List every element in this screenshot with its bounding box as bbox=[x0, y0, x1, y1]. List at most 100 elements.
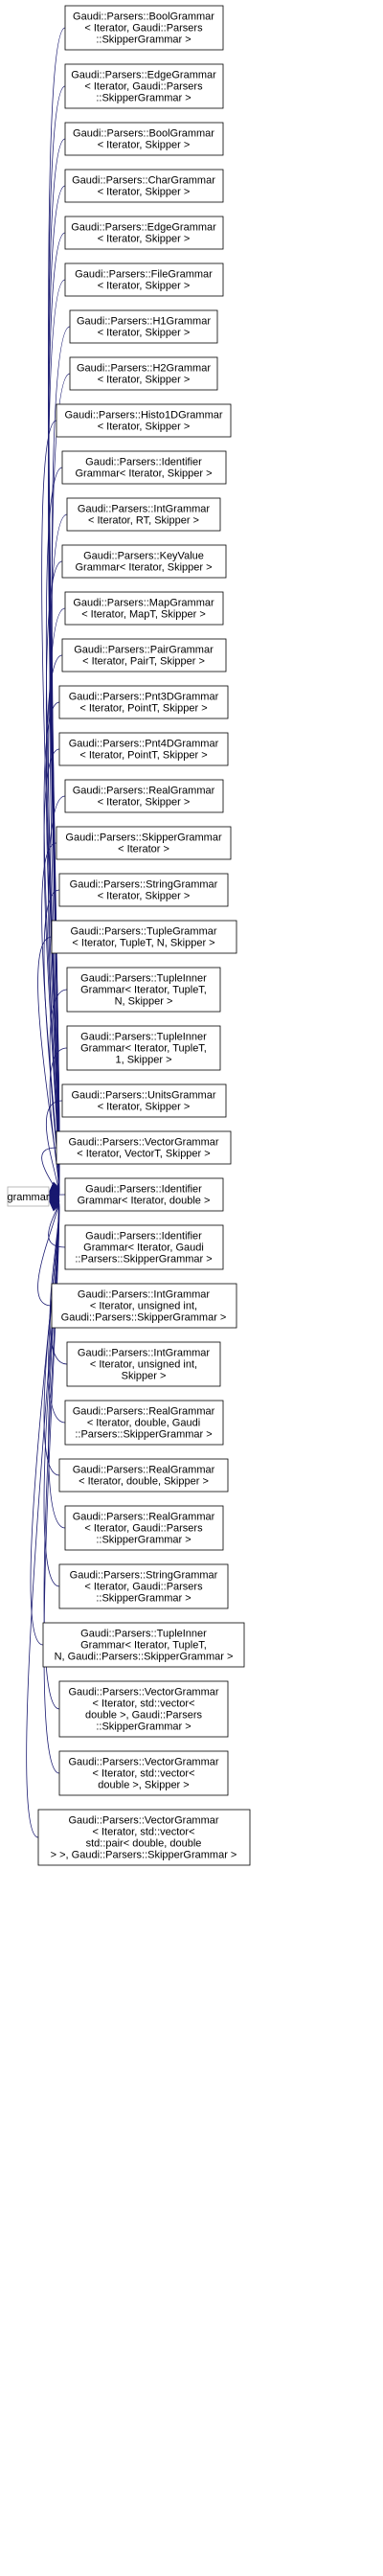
derived-class-node[interactable]: Gaudi::Parsers::MapGrammar< Iterator, Ma… bbox=[64, 591, 224, 626]
derived-class-label: Gaudi::Parsers::BoolGrammar bbox=[73, 128, 214, 140]
derived-class-label: 1, Skipper > bbox=[115, 1055, 171, 1066]
derived-class-node[interactable]: Gaudi::Parsers::BoolGrammar< Iterator, S… bbox=[64, 122, 224, 156]
nodes-group: Gaudi::Parsers::BoolGrammar< Iterator, G… bbox=[37, 5, 251, 1866]
derived-class-box bbox=[42, 1622, 245, 1668]
derived-class-box bbox=[61, 544, 227, 579]
derived-class-node[interactable]: Gaudi::Parsers::PairGrammar< Iterator, P… bbox=[61, 638, 227, 672]
derived-class-box bbox=[64, 169, 224, 203]
derived-class-node[interactable]: Gaudi::Parsers::TupleGrammar< Iterator, … bbox=[51, 920, 237, 954]
derived-class-label: Gaudi::Parsers::TupleInner bbox=[80, 1629, 207, 1640]
derived-class-label: Gaudi::Parsers::StringGrammar bbox=[70, 879, 218, 891]
derived-class-node[interactable]: Gaudi::Parsers::StringGrammar< Iterator,… bbox=[58, 1563, 229, 1609]
derived-class-label: Gaudi::Parsers::VectorGrammar bbox=[68, 1137, 218, 1149]
derived-class-label: < Iterator > bbox=[118, 844, 169, 855]
derived-class-label: < Iterator, Skipper > bbox=[98, 140, 191, 151]
derived-class-label: double >, Skipper > bbox=[98, 1780, 189, 1791]
derived-class-node[interactable]: Gaudi::Parsers::RealGrammar< Iterator, d… bbox=[58, 1458, 229, 1493]
derived-class-label: ::SkipperGrammar > bbox=[96, 1721, 191, 1733]
derived-class-label: < Iterator, Gaudi::Parsers bbox=[84, 1582, 203, 1593]
derived-class-box bbox=[56, 403, 232, 438]
derived-class-label: Gaudi::Parsers::FileGrammar bbox=[75, 269, 213, 281]
derived-class-node[interactable]: Gaudi::Parsers::H2Grammar< Iterator, Ski… bbox=[69, 356, 218, 391]
derived-class-label: Grammar< Iterator, Skipper > bbox=[75, 562, 212, 574]
derived-class-label: < Iterator, Skipper > bbox=[98, 1102, 191, 1113]
derived-class-box bbox=[58, 685, 229, 719]
derived-class-label: Gaudi::Parsers::VectorGrammar bbox=[68, 1815, 218, 1827]
derived-class-node[interactable]: Gaudi::Parsers::IntGrammar< Iterator, RT… bbox=[66, 497, 221, 532]
derived-class-node[interactable]: Gaudi::Parsers::UnitsGrammar< Iterator, … bbox=[61, 1083, 227, 1118]
derived-class-node[interactable]: Gaudi::Parsers::EdgeGrammar< Iterator, G… bbox=[64, 63, 224, 109]
derived-class-label: N, Gaudi::Parsers::SkipperGrammar > bbox=[55, 1652, 234, 1663]
derived-class-box bbox=[56, 826, 232, 860]
derived-class-node[interactable]: Gaudi::Parsers::RealGrammar< Iterator, S… bbox=[64, 779, 224, 813]
root-node-label: grammar bbox=[7, 1192, 49, 1203]
inheritance-edge bbox=[43, 1201, 60, 1774]
derived-class-node[interactable]: Gaudi::Parsers::IntGrammar< Iterator, un… bbox=[66, 1341, 221, 1387]
derived-class-node[interactable]: Gaudi::Parsers::CharGrammar< Iterator, S… bbox=[64, 169, 224, 203]
derived-class-box bbox=[58, 873, 229, 907]
derived-class-box bbox=[58, 1563, 229, 1609]
derived-class-label: Gaudi::Parsers::H2Grammar bbox=[77, 363, 211, 375]
derived-class-node[interactable]: Gaudi::Parsers::VectorGrammar< Iterator,… bbox=[37, 1809, 251, 1866]
derived-class-label: < Iterator, Gaudi::Parsers bbox=[84, 23, 203, 34]
derived-class-label: Grammar< Iterator, Skipper > bbox=[75, 468, 212, 480]
inheritance-edge bbox=[37, 936, 59, 1197]
derived-class-label: < Iterator, VectorT, Skipper > bbox=[77, 1149, 210, 1160]
derived-class-box bbox=[64, 216, 224, 250]
derived-class-box bbox=[66, 1025, 221, 1071]
derived-class-box bbox=[58, 732, 229, 766]
derived-class-node[interactable]: Gaudi::Parsers::VectorGrammar< Iterator,… bbox=[58, 1680, 229, 1738]
derived-class-box bbox=[61, 638, 227, 672]
derived-class-node[interactable]: Gaudi::Parsers::H1Grammar< Iterator, Ski… bbox=[69, 309, 218, 344]
derived-class-label: < Iterator, Gaudi::Parsers bbox=[84, 1523, 203, 1535]
derived-class-label: Grammar< Iterator, TupleT, bbox=[80, 1043, 207, 1055]
derived-class-box bbox=[64, 5, 224, 51]
derived-class-node[interactable]: Gaudi::Parsers::SkipperGrammar< Iterator… bbox=[56, 826, 232, 860]
derived-class-node[interactable]: Gaudi::Parsers::Pnt4DGrammar< Iterator, … bbox=[58, 732, 229, 766]
derived-class-node[interactable]: Gaudi::Parsers::Pnt3DGrammar< Iterator, … bbox=[58, 685, 229, 719]
derived-class-label: < Iterator, MapT, Skipper > bbox=[81, 609, 206, 621]
root-node[interactable]: grammar bbox=[7, 1186, 50, 1207]
derived-class-label: Gaudi::Parsers::Pnt3DGrammar bbox=[69, 692, 219, 703]
derived-class-label: Grammar< Iterator, TupleT, bbox=[80, 1640, 207, 1652]
derived-class-node[interactable]: Gaudi::Parsers::Histo1DGrammar< Iterator… bbox=[56, 403, 232, 438]
derived-class-label: < Iterator, Skipper > bbox=[98, 891, 191, 902]
derived-class-label: double >, Gaudi::Parsers bbox=[85, 1710, 202, 1721]
derived-class-node[interactable]: Gaudi::Parsers::RealGrammar< Iterator, d… bbox=[64, 1400, 224, 1446]
derived-class-node[interactable]: Gaudi::Parsers::VectorGrammar< Iterator,… bbox=[56, 1130, 232, 1165]
derived-class-node[interactable]: Gaudi::Parsers::BoolGrammar< Iterator, G… bbox=[64, 5, 224, 51]
derived-class-label: < Iterator, TupleT, N, Skipper > bbox=[72, 938, 214, 949]
derived-class-label: Gaudi::Parsers::MapGrammar bbox=[73, 598, 214, 609]
derived-class-label: Skipper > bbox=[122, 1371, 167, 1382]
derived-class-node[interactable]: Gaudi::Parsers::RealGrammar< Iterator, G… bbox=[64, 1505, 224, 1551]
edges-group bbox=[26, 27, 71, 1838]
derived-class-label: std::pair< double, double bbox=[86, 1838, 202, 1850]
inheritance-edge bbox=[48, 1194, 66, 1199]
derived-class-node[interactable]: Gaudi::Parsers::FileGrammar< Iterator, S… bbox=[64, 262, 224, 297]
derived-class-node[interactable]: Gaudi::Parsers::IntGrammar< Iterator, un… bbox=[51, 1283, 237, 1329]
derived-class-box bbox=[61, 450, 227, 485]
derived-class-label: Gaudi::Parsers::Identifier bbox=[85, 1231, 202, 1242]
derived-class-label: Gaudi::Parsers::Identifier bbox=[85, 457, 202, 468]
derived-class-label: Gaudi::Parsers::RealGrammar bbox=[73, 1512, 215, 1523]
derived-class-label: ::Parsers::SkipperGrammar > bbox=[75, 1254, 212, 1265]
derived-class-box bbox=[69, 309, 218, 344]
derived-class-label: Gaudi::Parsers::TupleInner bbox=[80, 1032, 207, 1043]
derived-class-label: < Iterator, double, Gaudi bbox=[87, 1418, 200, 1429]
derived-class-node[interactable]: Gaudi::Parsers::EdgeGrammar< Iterator, S… bbox=[64, 216, 224, 250]
derived-class-label: Gaudi::Parsers::CharGrammar bbox=[72, 175, 215, 187]
derived-class-label: < Iterator, std::vector< bbox=[93, 1827, 195, 1838]
derived-class-node[interactable]: Gaudi::Parsers::VectorGrammar< Iterator,… bbox=[58, 1750, 229, 1796]
derived-class-node[interactable]: Gaudi::Parsers::StringGrammar< Iterator,… bbox=[58, 873, 229, 907]
derived-class-box bbox=[64, 1177, 224, 1212]
derived-class-label: Gaudi::Parsers::SkipperGrammar bbox=[65, 832, 222, 844]
derived-class-label: < Iterator, double, Skipper > bbox=[79, 1476, 209, 1488]
derived-class-box bbox=[58, 1680, 229, 1738]
